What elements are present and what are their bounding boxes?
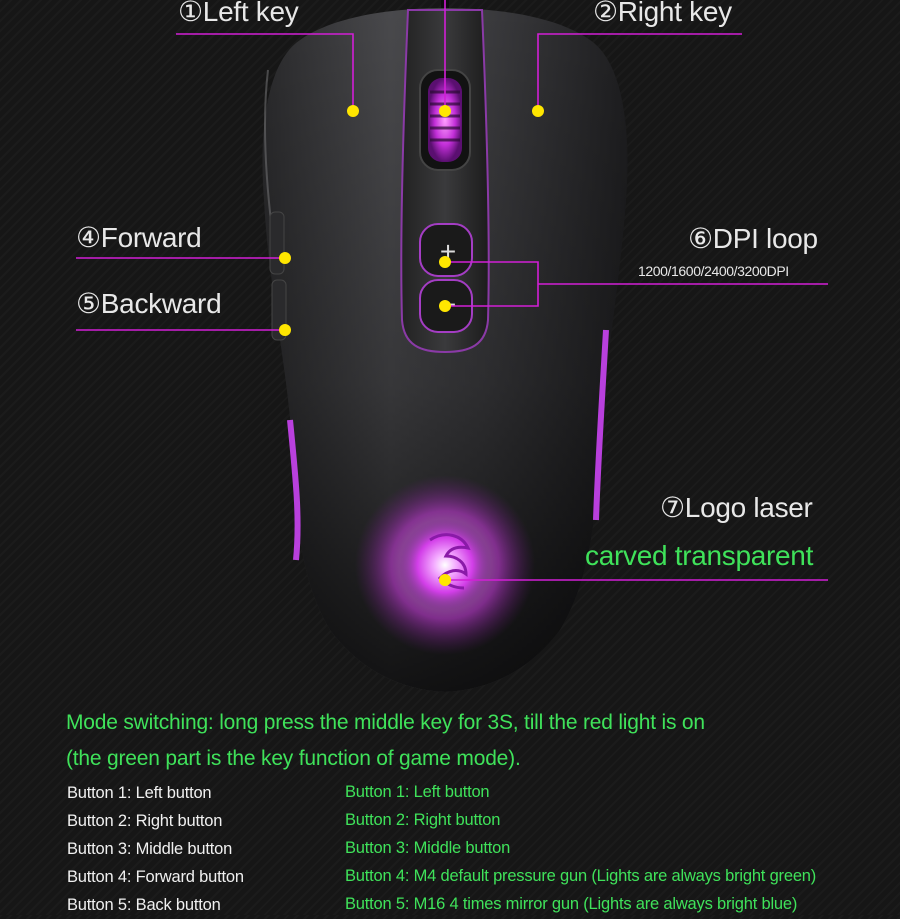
- left-key-marker: [347, 105, 359, 117]
- right-key-label: ②Right key: [593, 0, 732, 27]
- dpi-values-label: 1200/1600/2400/3200DPI: [638, 263, 789, 279]
- wheel-marker: [439, 105, 451, 117]
- dpi-plus-button[interactable]: [419, 223, 473, 277]
- callout-lines: [76, 0, 828, 581]
- mode-switch-text: Mode switching: long press the middle ke…: [66, 711, 705, 734]
- normal-mode-button-list: Button 1: Left button Button 2: Right bu…: [67, 779, 244, 919]
- dpi-loop-label: ⑥DPI loop: [688, 223, 818, 254]
- list-item: Button 2: Right button: [67, 812, 223, 830]
- logo-marker: [439, 574, 451, 586]
- forward-side-button[interactable]: [269, 211, 285, 275]
- mode-note-text: (the green part is the key function of g…: [66, 747, 521, 770]
- list-item: Button 1: Left button: [67, 784, 212, 802]
- left-key-label: ①Left key: [178, 0, 299, 27]
- right-led-strip: [593, 329, 609, 521]
- list-item: Button 2: Right button: [345, 811, 501, 829]
- dpi-plus-marker: [439, 256, 451, 268]
- left-led-strip: [287, 419, 301, 561]
- dpi-minus-marker: [439, 300, 451, 312]
- list-item: Button 1: Left button: [345, 783, 490, 801]
- right-key-marker: [532, 105, 544, 117]
- logo: [399, 519, 491, 611]
- forward-label: ④Forward: [76, 222, 202, 253]
- list-item: Button 5: M16 4 times mirror gun (Lights…: [345, 895, 798, 913]
- forward-marker: [279, 252, 291, 264]
- logo-label-line2: carved transparent: [585, 540, 814, 571]
- logo-label-line1: ⑦Logo laser: [660, 492, 813, 523]
- marker-dots: [279, 105, 544, 586]
- backward-marker: [279, 324, 291, 336]
- list-item: Button 4: M4 default pressure gun (Light…: [345, 867, 817, 885]
- list-item: Button 4: Forward button: [67, 868, 244, 886]
- list-item: Button 3: Middle button: [345, 839, 511, 857]
- list-item: Button 3: Middle button: [67, 840, 233, 858]
- list-item: Button 5: Back button: [67, 896, 221, 914]
- game-mode-button-list: Button 1: Left button Button 2: Right bu…: [345, 778, 816, 918]
- backward-label: ⑤Backward: [76, 288, 222, 319]
